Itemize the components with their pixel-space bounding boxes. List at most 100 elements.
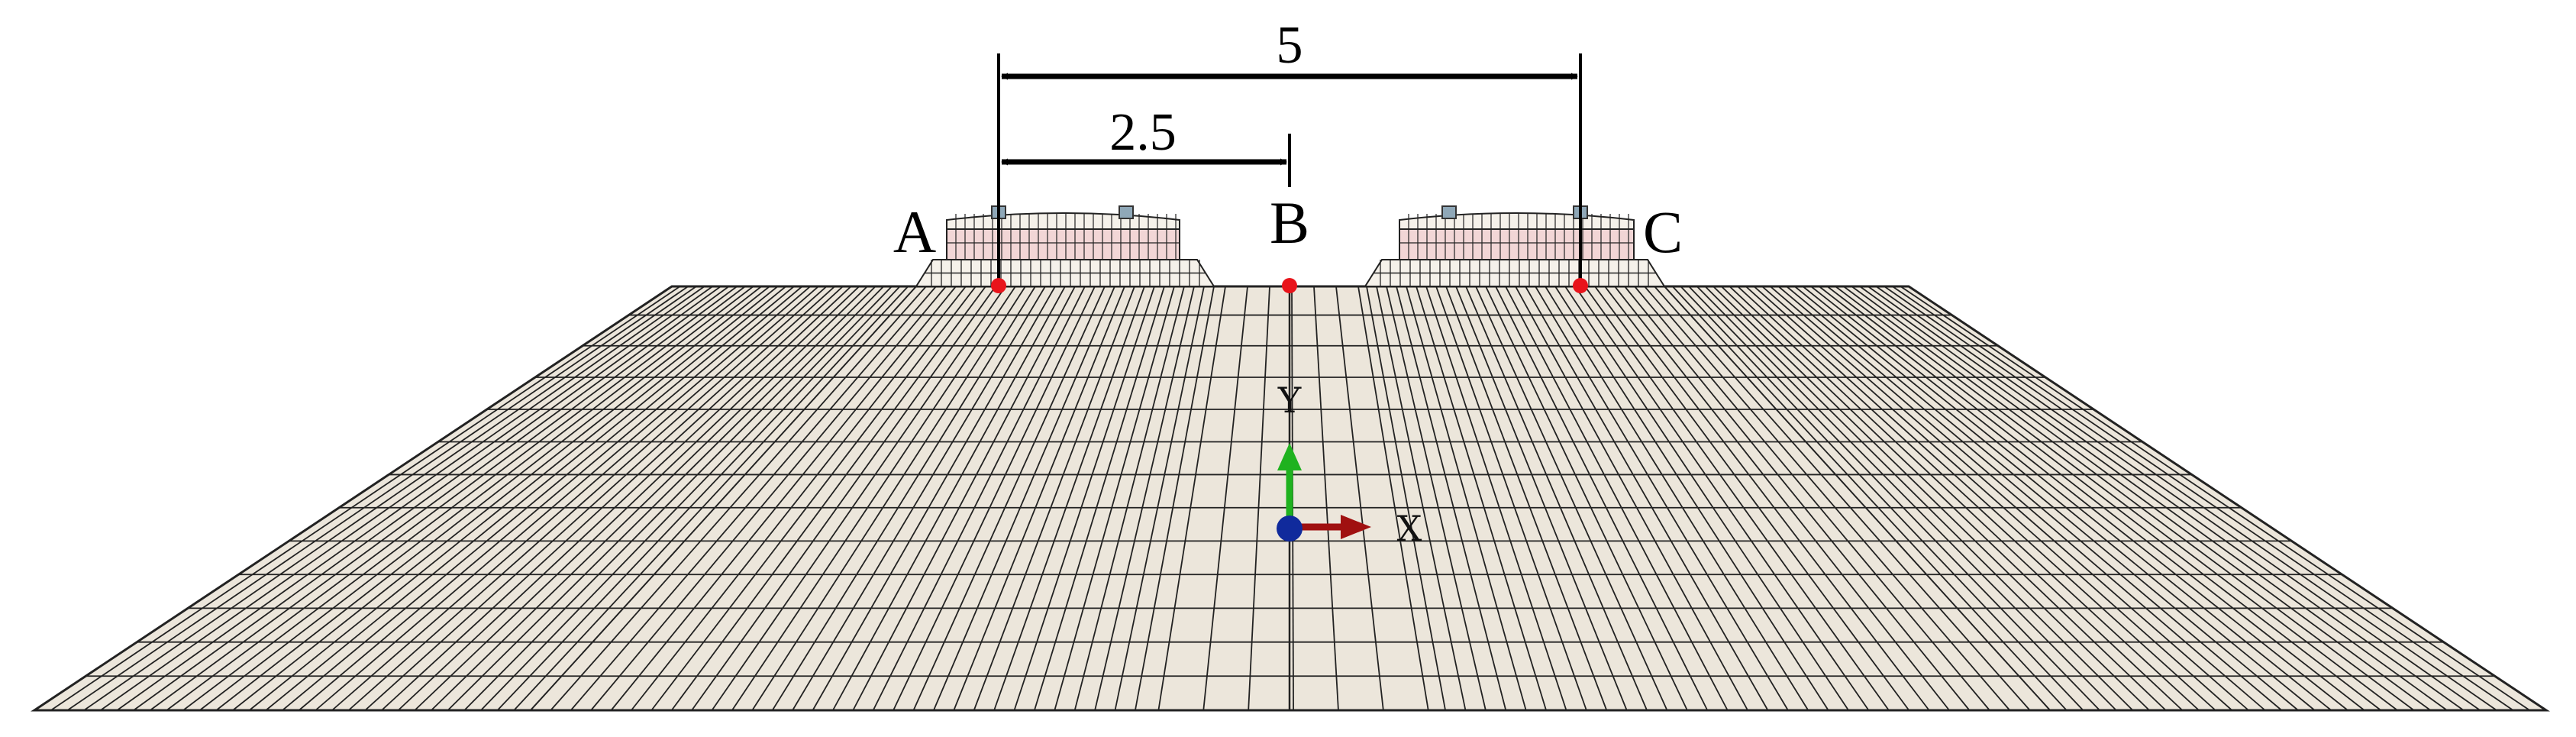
- mesh-column-line: [1034, 286, 1165, 711]
- mesh-column-line: [1859, 286, 2448, 711]
- mesh-column-line: [1688, 286, 2100, 711]
- mesh-column-line: [1485, 286, 1688, 711]
- mesh-column-line: [1425, 286, 1567, 711]
- mesh-column-line: [1357, 286, 1429, 711]
- mesh-column-line: [1465, 286, 1648, 711]
- y-axis-label: Y: [1277, 380, 1302, 421]
- mesh-column-line: [265, 286, 786, 711]
- mesh-column-line: [852, 286, 1076, 711]
- mesh-column-line: [1054, 286, 1175, 711]
- mesh-column-line: [1495, 286, 1709, 711]
- mesh-column-line: [463, 286, 884, 711]
- mesh-column-line: [1435, 286, 1587, 711]
- sleeper-left: [946, 228, 1180, 260]
- mesh-column-line: [199, 286, 754, 711]
- mesh-column-line: [1396, 286, 1507, 711]
- measurement-points: A B C: [893, 189, 1683, 293]
- axis-triad: Y X: [1277, 380, 1422, 549]
- mesh-column-line: [1574, 286, 1870, 711]
- mesh-column-line: [832, 286, 1066, 711]
- mesh-column-line: [1624, 286, 1971, 711]
- mesh-column-line: [1721, 286, 2167, 711]
- mesh-column-line: [1525, 286, 1769, 711]
- mesh-column-line: [1634, 286, 1990, 711]
- mesh-column-line: [1545, 286, 1809, 711]
- mesh-column-line: [414, 286, 860, 711]
- point-b-marker[interactable]: [1282, 278, 1297, 293]
- mesh-column-line: [1753, 286, 2233, 711]
- point-a-marker[interactable]: [991, 278, 1006, 293]
- mesh-column-line: [1386, 286, 1487, 711]
- mesh-column-line: [1157, 286, 1226, 711]
- mesh-column-line: [1073, 286, 1185, 711]
- dimension-annotations: 5 2.5: [997, 16, 1582, 289]
- mesh-column-line: [1777, 286, 2282, 711]
- mesh-column-line: [550, 286, 927, 711]
- mesh-column-line: [1416, 286, 1547, 711]
- mesh-column-line: [1786, 286, 2299, 711]
- dimension-label-total: 5: [1277, 16, 1303, 75]
- mesh-column-line: [347, 286, 828, 711]
- mesh-column-line: [670, 286, 986, 711]
- mesh-column-line: [182, 286, 746, 711]
- mesh-column-line: [1696, 286, 2117, 711]
- mesh-column-line: [993, 286, 1145, 711]
- mesh-column-line: [792, 286, 1046, 711]
- mesh-column-line: [1535, 286, 1789, 711]
- mesh-column-line: [1248, 286, 1270, 711]
- mesh-column-line: [299, 286, 803, 711]
- mesh-column-line: [1455, 286, 1628, 711]
- x-axis-arrow-head: [1341, 515, 1371, 539]
- mesh-column-line: [431, 286, 868, 711]
- mesh-column-line: [282, 286, 795, 711]
- mesh-column-line: [331, 286, 819, 711]
- mesh-column-line: [1445, 286, 1608, 711]
- mesh-column-line: [1843, 286, 2415, 711]
- mesh-column-line: [953, 286, 1125, 711]
- mesh-column-line: [480, 286, 893, 711]
- mesh-column-line: [711, 286, 1006, 711]
- mesh-column-line: [1672, 286, 2068, 711]
- mesh-column-line: [397, 286, 852, 711]
- mesh-column-line: [1761, 286, 2249, 711]
- ballast-mesh: [915, 259, 1666, 287]
- mesh-column-line: [1654, 286, 2031, 711]
- point-b-label: B: [1270, 189, 1309, 256]
- mesh-column-line: [364, 286, 835, 711]
- mesh-column-line: [315, 286, 811, 711]
- mesh-column-line: [50, 286, 681, 711]
- point-c-marker[interactable]: [1573, 278, 1588, 293]
- mesh-column-line: [1664, 286, 2051, 711]
- rail-pad-band: [1399, 212, 1635, 230]
- mesh-column-line: [1554, 286, 1829, 711]
- mesh-column-line: [1835, 286, 2398, 711]
- mesh-column-line: [1729, 286, 2184, 711]
- mesh-column-line: [1851, 286, 2431, 711]
- sleeper-right: [1399, 228, 1635, 260]
- mesh-column-line: [1680, 286, 2084, 711]
- point-c-label: C: [1643, 199, 1683, 265]
- mesh-column-line: [610, 286, 957, 711]
- mesh-column-line: [447, 286, 876, 711]
- mesh-column-line: [1335, 286, 1384, 711]
- mesh-column-line: [590, 286, 947, 711]
- mesh-column-line: [1704, 286, 2134, 711]
- origin-sphere: [1277, 516, 1303, 541]
- mesh-column-line: [1810, 286, 2348, 711]
- mesh-column-line: [1867, 286, 2465, 711]
- mesh-column-line: [1884, 286, 2497, 711]
- mesh-column-line: [631, 286, 967, 711]
- mesh-column-line: [1745, 286, 2216, 711]
- mesh-column-line: [1564, 286, 1849, 711]
- rail-head: [1441, 205, 1457, 219]
- mesh-column-line: [1475, 286, 1668, 711]
- mesh-column-line: [1900, 286, 2530, 711]
- mesh-column-line: [1826, 286, 2381, 711]
- mesh-column-line: [150, 286, 730, 711]
- x-axis-label: X: [1397, 508, 1422, 549]
- mesh-column-line: [812, 286, 1056, 711]
- mesh-column-line: [731, 286, 1016, 711]
- track-structure: [946, 205, 1635, 260]
- mesh-column-line: [1644, 286, 2011, 711]
- mesh-column-line: [496, 286, 901, 711]
